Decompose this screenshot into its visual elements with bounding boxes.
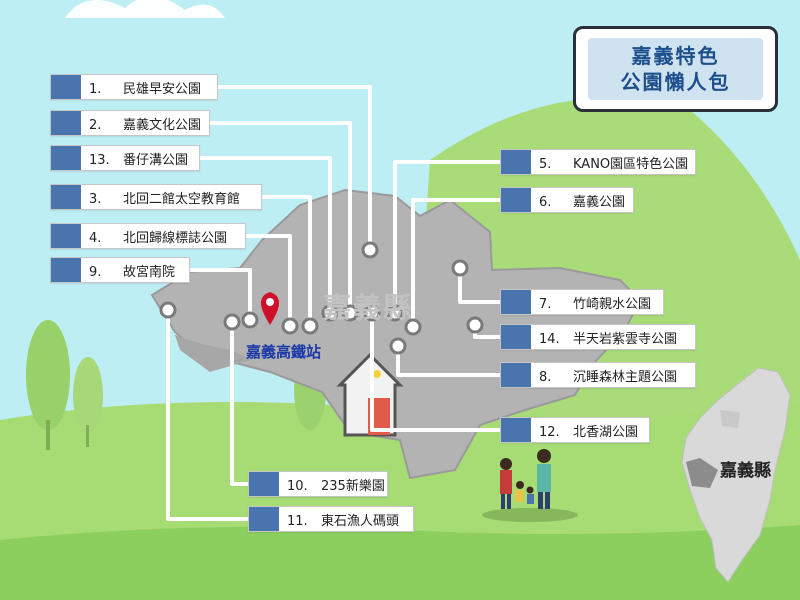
park-label-9[interactable]: 9.故宮南院 (50, 257, 190, 283)
title-box: 嘉義特色 公園懶人包 (573, 26, 778, 112)
park-label-6[interactable]: 6.嘉義公園 (500, 187, 634, 213)
location-pin-icon (261, 292, 279, 325)
park-label-11[interactable]: 11.東石漁人碼頭 (248, 506, 414, 532)
park-label-14[interactable]: 14.半天岩紫雲寺公園 (500, 324, 696, 350)
park-label-4[interactable]: 4.北回歸線標誌公園 (50, 223, 246, 249)
park-label-8[interactable]: 8.沉睡森林主題公園 (500, 362, 696, 388)
park-label-7[interactable]: 7.竹崎親水公園 (500, 289, 664, 315)
county-watermark: 嘉義縣 (323, 291, 414, 324)
title-line-2: 公園懶人包 (620, 70, 731, 94)
taiwan-county-label: 嘉義縣 (720, 461, 771, 481)
park-label-2[interactable]: 2.嘉義文化公園 (50, 110, 210, 136)
park-label-13[interactable]: 13.番仔溝公園 (50, 145, 200, 171)
park-label-10[interactable]: 10.235新樂園 (248, 471, 388, 497)
park-label-1[interactable]: 1.民雄早安公園 (50, 74, 218, 100)
station-label: 嘉義高鐵站 (246, 343, 322, 361)
taiwan-map (681, 367, 791, 583)
park-label-3[interactable]: 3.北回二館太空教育館 (50, 184, 262, 210)
family-icon (482, 449, 578, 522)
park-label-12[interactable]: 12.北香湖公園 (500, 417, 650, 443)
park-label-5[interactable]: 5.KANO園區特色公園 (500, 149, 696, 175)
title-line-1: 嘉義特色 (631, 44, 720, 68)
